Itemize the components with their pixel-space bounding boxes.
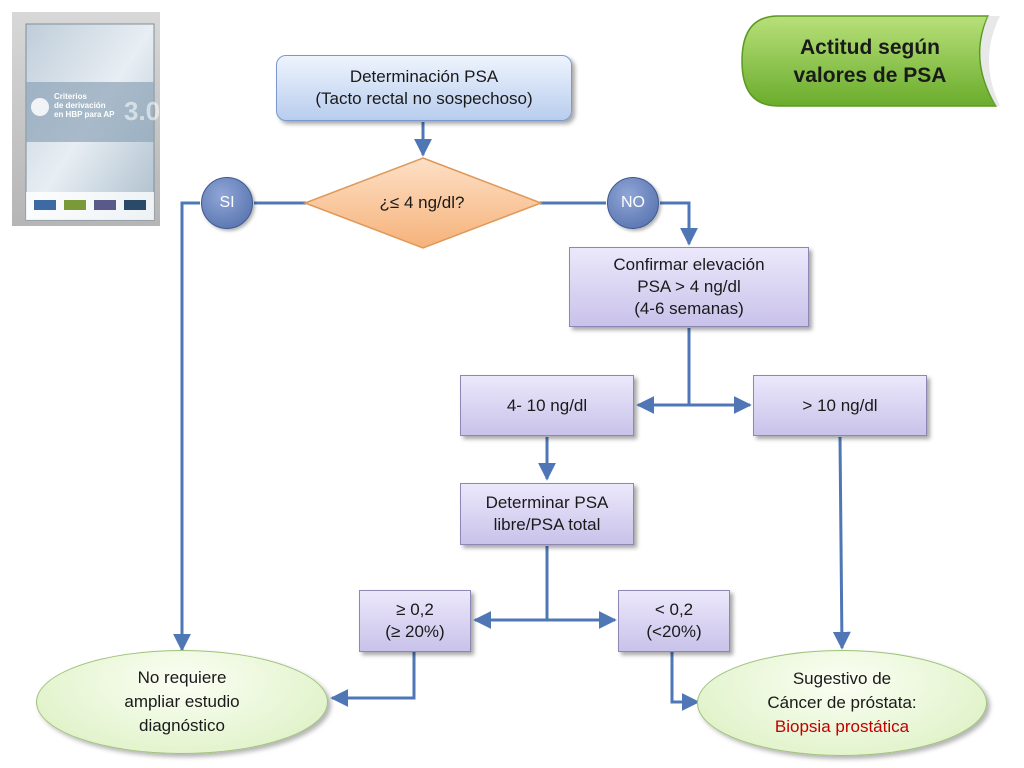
outcome-yes-ellipse: Sugestivo de Cáncer de próstata: Biopsia… xyxy=(697,650,987,756)
start-box: Determinación PSA (Tacto rectal no sospe… xyxy=(276,55,572,121)
outcome-no-ellipse: No requiere ampliar estudio diagnóstico xyxy=(36,650,328,754)
start-line-1: Determinación PSA xyxy=(349,67,499,86)
confirm-line-3: (4-6 semanas) xyxy=(634,299,744,318)
page-title: Actitud según valores de PSA xyxy=(770,34,970,90)
start-line-2: (Tacto rectal no sospechoso) xyxy=(315,89,533,108)
range-gt-10-box: > 10 ng/dl xyxy=(753,375,927,436)
outcome-no-line-2: ampliar estudio xyxy=(124,692,240,711)
book-number: 3.0 xyxy=(124,96,161,126)
arrow-no-to-confirm xyxy=(660,201,698,246)
outcome-yes-line-3: Biopsia prostática xyxy=(774,717,910,736)
decision-text: ¿≤ 4 ng/dl? xyxy=(379,193,465,212)
title-badge xyxy=(741,15,1000,107)
page-title-line-2: valores de PSA xyxy=(793,64,947,87)
ratio-box: Determinar PSA libre/PSA total xyxy=(460,483,634,545)
arrow-ratio-high-to-outcome-no xyxy=(330,652,416,707)
confirm-line-2: PSA > 4 ng/dl xyxy=(637,277,741,296)
book-title: Criterios de derivación en HBP para AP xyxy=(54,92,144,119)
outcome-no-line-3: diagnóstico xyxy=(138,716,225,735)
outcome-yes-line-2: Cáncer de próstata: xyxy=(767,693,917,712)
outcome-yes-line-1: Sugestivo de xyxy=(792,669,892,688)
outcome-no-line-1: No requiere xyxy=(137,668,227,687)
arrow-ratio-low-to-outcome-yes xyxy=(670,652,700,711)
arrow-si-to-outcome-no xyxy=(173,201,200,652)
book-cover: Criterios de derivación en HBP para AP 3… xyxy=(12,12,160,226)
ratio-low-box: < 0,2 (<20%) xyxy=(618,590,730,652)
book-graphic xyxy=(12,12,160,226)
confirm-line-1: Confirmar elevación xyxy=(613,255,765,274)
decision-diamond xyxy=(302,157,544,249)
arrow-gt10-to-outcome-yes xyxy=(832,436,851,650)
range-4-10-box: 4- 10 ng/dl xyxy=(460,375,634,436)
page-title-line-1: Actitud según xyxy=(800,36,940,59)
yes-circle: SI xyxy=(201,177,253,229)
range-4-10-label: 4- 10 ng/dl xyxy=(506,395,588,415)
book-title-line-2: de derivación xyxy=(54,101,106,110)
confirm-box: Confirmar elevación PSA > 4 ng/dl (4-6 s… xyxy=(569,247,809,327)
ratio-high-line-1: ≥ 0,2 xyxy=(396,600,434,619)
range-gt-10-label: > 10 ng/dl xyxy=(802,395,878,415)
book-title-line-3: en HBP para AP xyxy=(54,110,115,119)
no-circle: NO xyxy=(607,177,659,229)
ratio-line-2: libre/PSA total xyxy=(493,515,601,534)
ratio-low-line-1: < 0,2 xyxy=(654,600,694,619)
ratio-high-line-2: (≥ 20%) xyxy=(385,622,445,641)
ratio-line-1: Determinar PSA xyxy=(485,493,609,512)
ratio-low-line-2: (<20%) xyxy=(646,622,702,641)
book-title-line-1: Criterios xyxy=(54,92,87,101)
ratio-high-box: ≥ 0,2 (≥ 20%) xyxy=(359,590,471,652)
